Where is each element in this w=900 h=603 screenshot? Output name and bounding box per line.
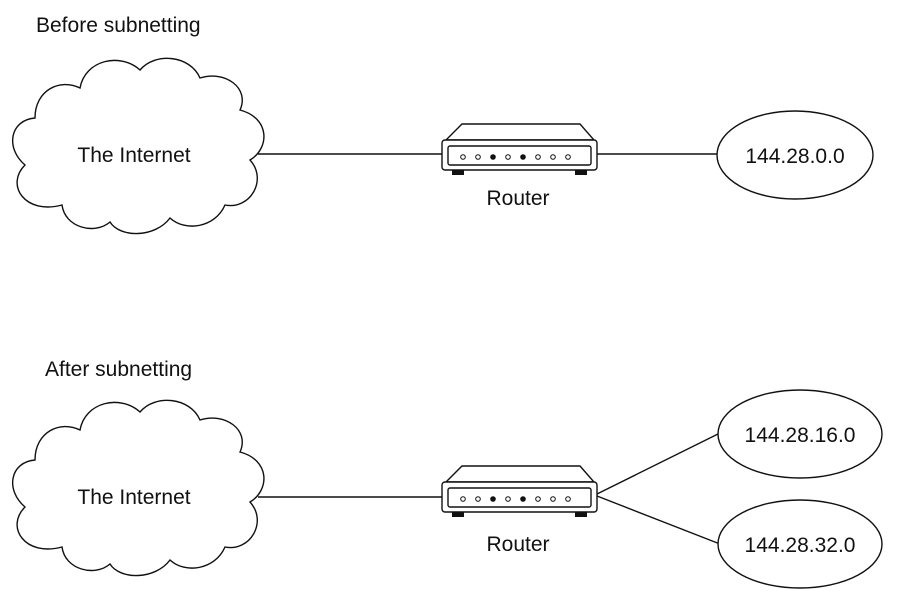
after-network-node-1 [717,389,883,479]
router-icon [441,123,598,176]
after-heading: After subnetting [45,358,192,381]
before-cloud-label: The Internet [77,144,190,167]
after-router-subnet2-link [596,495,721,545]
after-router-subnet1-link [596,432,721,495]
router-icon [441,465,598,518]
after-router-label: Router [486,533,549,556]
after-network-label-1: 144.28.16.0 [745,424,856,447]
after-network-label-2: 144.28.32.0 [745,534,856,557]
before-section: Before subnetting The Internet Router 14… [11,14,874,235]
before-network-label: 144.28.0.0 [745,145,844,168]
after-cloud-label: The Internet [77,486,190,509]
before-router-label: Router [486,187,549,210]
before-heading: Before subnetting [36,14,201,37]
after-section: After subnetting The Internet Router 144… [11,358,883,589]
after-network-node-2 [717,499,883,589]
before-network-node [716,110,874,200]
